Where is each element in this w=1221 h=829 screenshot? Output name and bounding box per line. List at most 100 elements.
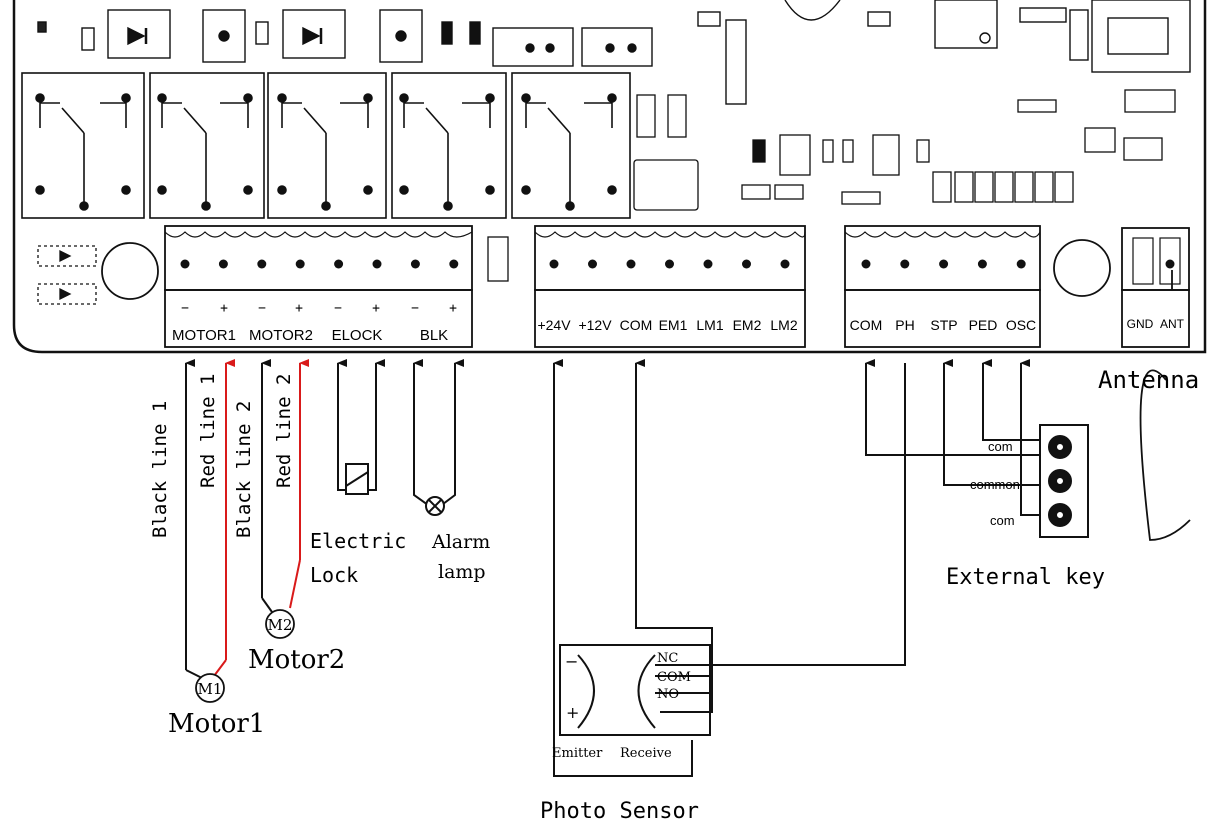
motor2-label: Motor2	[248, 645, 345, 675]
motor1: M1 Motor1	[168, 673, 265, 739]
motor1-symbol-text: M1	[198, 680, 223, 698]
terminal-label-com: COM	[850, 317, 883, 333]
terminal-screw	[977, 259, 987, 269]
polarity-mark: +	[372, 301, 380, 316]
terminal-screw	[1165, 259, 1175, 269]
diode-pair	[37, 236, 1111, 305]
control-board: − + − + − + − + MOTOR1 MOTOR2 ELOCK BLK …	[12, 0, 1207, 354]
terminal-label-em2: EM2	[733, 317, 762, 333]
photo-sensor-label: Photo Sensor	[540, 799, 699, 824]
terminal-block-x3	[164, 225, 473, 348]
receiver-symbol	[637, 654, 656, 729]
terminal-screw	[742, 259, 751, 269]
terminal-label-elock: ELOCK	[332, 327, 383, 344]
red-line-1-label: Red line 1	[197, 374, 219, 488]
electric-lock-text-line1: Electric	[310, 529, 406, 553]
motor-wiring	[185, 359, 309, 681]
terminal-screw	[780, 259, 790, 269]
mid-components	[633, 89, 1176, 211]
black-line-2-label: Black line 2	[233, 401, 255, 538]
x1-labels: +24V +12V COM EM1 LM1 EM2 LM2	[537, 317, 797, 333]
x3-polarity: − + − + − + − +	[181, 301, 457, 316]
terminal-block-antenna	[1121, 227, 1190, 348]
photo-sensor-box	[559, 644, 711, 736]
terminal-screw	[180, 259, 190, 269]
terminal-label-lm1: LM1	[696, 317, 723, 333]
receiver-label: Receive	[620, 746, 672, 761]
terminal-screw	[588, 259, 597, 269]
motor2-symbol	[265, 609, 295, 639]
polarity-mark: −	[334, 301, 342, 316]
photo-sensor-labels: − + NC COM NO Emitter Receive Photo Sens…	[540, 651, 699, 824]
external-key-label: External key	[946, 565, 1105, 590]
polarity-mark: +	[449, 301, 457, 316]
x3-labels: MOTOR1 MOTOR2 ELOCK BLK	[172, 327, 448, 344]
electric-lock-label: Electric Lock	[310, 529, 406, 587]
emitter-symbol	[577, 654, 595, 729]
terminal-label-osc: OSC	[1006, 317, 1036, 333]
terminal-label-24v: +24V	[537, 317, 571, 333]
x5-labels: COM PH STP PED OSC	[850, 317, 1037, 333]
terminal-label-stp: STP	[930, 317, 957, 333]
terminal-label-em1: EM1	[659, 317, 688, 333]
black-line-1-label: Black line 1	[149, 401, 171, 538]
alarm-lamp-text-line1: Alarm	[431, 531, 490, 553]
terminal-screw	[549, 259, 559, 269]
red-line-2-label: Red line 2	[273, 374, 295, 488]
motor1-symbol	[195, 673, 225, 703]
terminal-screw	[626, 259, 636, 269]
terminal-label-ant: ANT	[1160, 317, 1185, 331]
key-pin-common: common	[970, 477, 1020, 492]
emitter-label: Emitter	[552, 746, 603, 761]
alarm-lamp-label: Alarm lamp	[431, 531, 490, 583]
terminal-block-x1	[534, 225, 806, 348]
key-pin-com: com	[988, 439, 1013, 454]
terminal-screw	[218, 259, 228, 269]
external-key-labels: com common com External key	[946, 439, 1105, 590]
alarm-lamp-text-line2: lamp	[438, 561, 486, 583]
polarity-mark: −	[258, 301, 266, 316]
antenna-label: Antenna	[1098, 366, 1199, 394]
motor2-symbol-text: M2	[268, 616, 293, 634]
top-components	[37, 0, 1191, 105]
antenna	[1139, 270, 1191, 541]
electric-lock	[337, 359, 385, 495]
terminal-label-12v: +12V	[578, 317, 612, 333]
terminal-screw	[939, 259, 949, 269]
emitter-plus: +	[566, 703, 579, 722]
key-pin-com: com	[990, 513, 1015, 528]
contact-com: COM	[657, 670, 691, 685]
terminal-screw	[1016, 259, 1026, 269]
terminal-label-blk: BLK	[420, 327, 448, 344]
terminal-screw	[703, 259, 713, 269]
relay-contacts	[35, 93, 617, 211]
emitter-minus: −	[565, 652, 578, 671]
terminal-screw	[861, 259, 871, 269]
polarity-mark: −	[181, 301, 189, 316]
terminal-label-motor2: MOTOR2	[249, 327, 313, 344]
terminal-label-com: COM	[620, 317, 653, 333]
contact-nc: NC	[657, 651, 678, 666]
terminal-label-motor1: MOTOR1	[172, 327, 236, 344]
terminal-screws	[180, 259, 1175, 269]
terminal-label-gnd: GND	[1127, 317, 1154, 331]
motor2: M2 Motor2	[248, 609, 345, 675]
ant-labels: GND ANT	[1127, 317, 1185, 331]
terminal-screw	[410, 259, 420, 269]
polarity-mark: +	[220, 301, 228, 316]
wire-labels: Black line 1 Red line 1 Black line 2 Red…	[149, 374, 295, 538]
relay-bank	[21, 72, 631, 219]
terminal-screw	[900, 259, 910, 269]
terminal-screw	[372, 259, 382, 269]
antenna-wire	[1139, 270, 1191, 541]
terminal-label-ph: PH	[895, 317, 914, 333]
terminal-screw	[295, 259, 305, 269]
terminal-block-x5	[844, 225, 1041, 348]
terminal-screw	[334, 259, 344, 269]
polarity-mark: −	[411, 301, 419, 316]
terminal-screw	[257, 259, 267, 269]
external-key-wiring	[865, 359, 1089, 538]
electric-lock-text-line2: Lock	[310, 563, 358, 587]
terminal-screw	[449, 259, 459, 269]
